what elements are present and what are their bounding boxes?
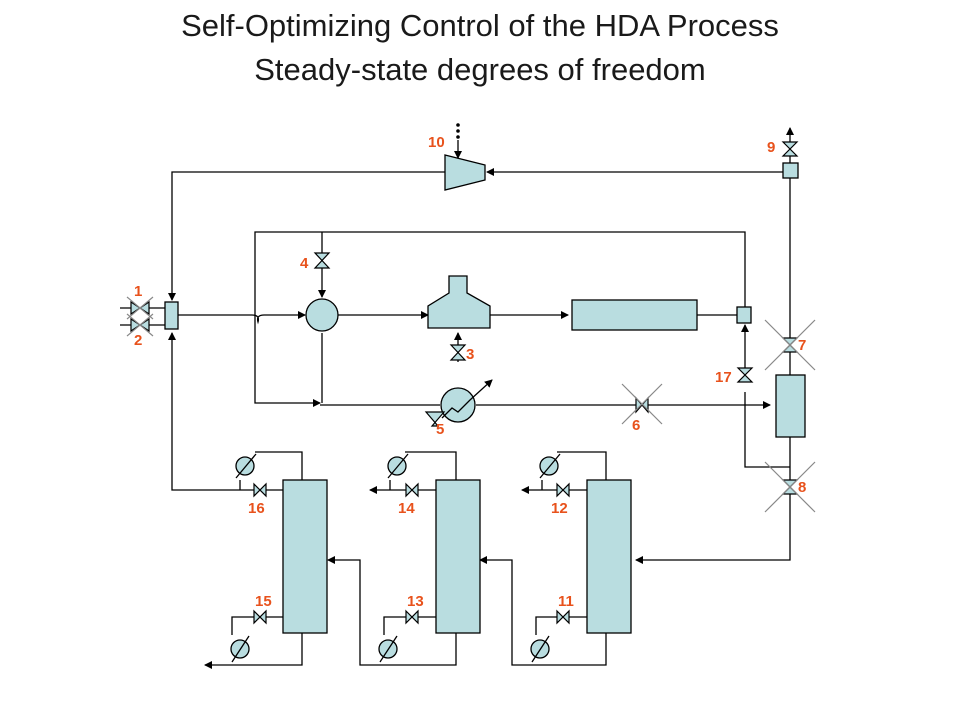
label-3: 3 — [466, 346, 474, 363]
label-5: 5 — [436, 421, 444, 438]
valve-10-actuator[interactable] — [456, 123, 460, 139]
valve-17[interactable] — [736, 367, 754, 383]
label-8: 8 — [798, 479, 806, 496]
column-1 — [586, 479, 632, 634]
label-4: 4 — [300, 255, 309, 272]
condenser-col2 — [387, 453, 409, 479]
title-line-2: Steady-state degrees of freedom — [254, 52, 706, 87]
splitter — [782, 162, 799, 179]
column-3 — [282, 479, 328, 634]
label-9: 9 — [767, 139, 775, 156]
valve-11[interactable] — [556, 609, 570, 625]
reactor — [571, 299, 698, 331]
label-7: 7 — [798, 337, 806, 354]
process-lines — [120, 127, 794, 669]
title-line-1: Self-Optimizing Control of the HDA Proce… — [181, 8, 779, 43]
valve-8[interactable] — [764, 461, 816, 513]
valve-5[interactable] — [424, 411, 446, 427]
reboiler-col2 — [378, 635, 398, 663]
condenser-col3 — [235, 453, 257, 479]
compressor — [444, 154, 486, 191]
label-16: 16 — [248, 500, 265, 517]
label-6: 6 — [632, 417, 640, 434]
valve-6[interactable] — [621, 383, 663, 425]
valve-2[interactable] — [126, 313, 154, 337]
label-17: 17 — [715, 369, 732, 386]
valve-14[interactable] — [405, 482, 419, 498]
heat-exchanger — [305, 298, 339, 332]
label-12: 12 — [551, 500, 568, 517]
label-15: 15 — [255, 593, 272, 610]
valve-13[interactable] — [405, 609, 419, 625]
valve-15[interactable] — [253, 609, 267, 625]
column-2 — [435, 479, 481, 634]
reboiler-col3 — [230, 635, 250, 663]
label-1: 1 — [134, 283, 142, 300]
reboiler-col1 — [530, 635, 550, 663]
valve-16[interactable] — [253, 482, 267, 498]
label-11: 11 — [558, 593, 574, 610]
valve-12[interactable] — [556, 482, 570, 498]
label-10: 10 — [428, 134, 445, 151]
label-2: 2 — [134, 332, 142, 349]
quench-mixer — [736, 306, 752, 324]
label-14: 14 — [398, 500, 415, 517]
valve-4[interactable] — [313, 252, 331, 269]
flash-separator — [775, 374, 806, 438]
mixer — [164, 301, 179, 330]
cooler — [440, 379, 493, 423]
valve-3[interactable] — [449, 344, 467, 361]
condenser-col1 — [539, 453, 561, 479]
valve-9[interactable] — [781, 141, 799, 157]
valve-7[interactable] — [764, 319, 816, 371]
label-13: 13 — [407, 593, 424, 610]
valve-1[interactable] — [126, 296, 154, 320]
furnace — [427, 275, 491, 329]
